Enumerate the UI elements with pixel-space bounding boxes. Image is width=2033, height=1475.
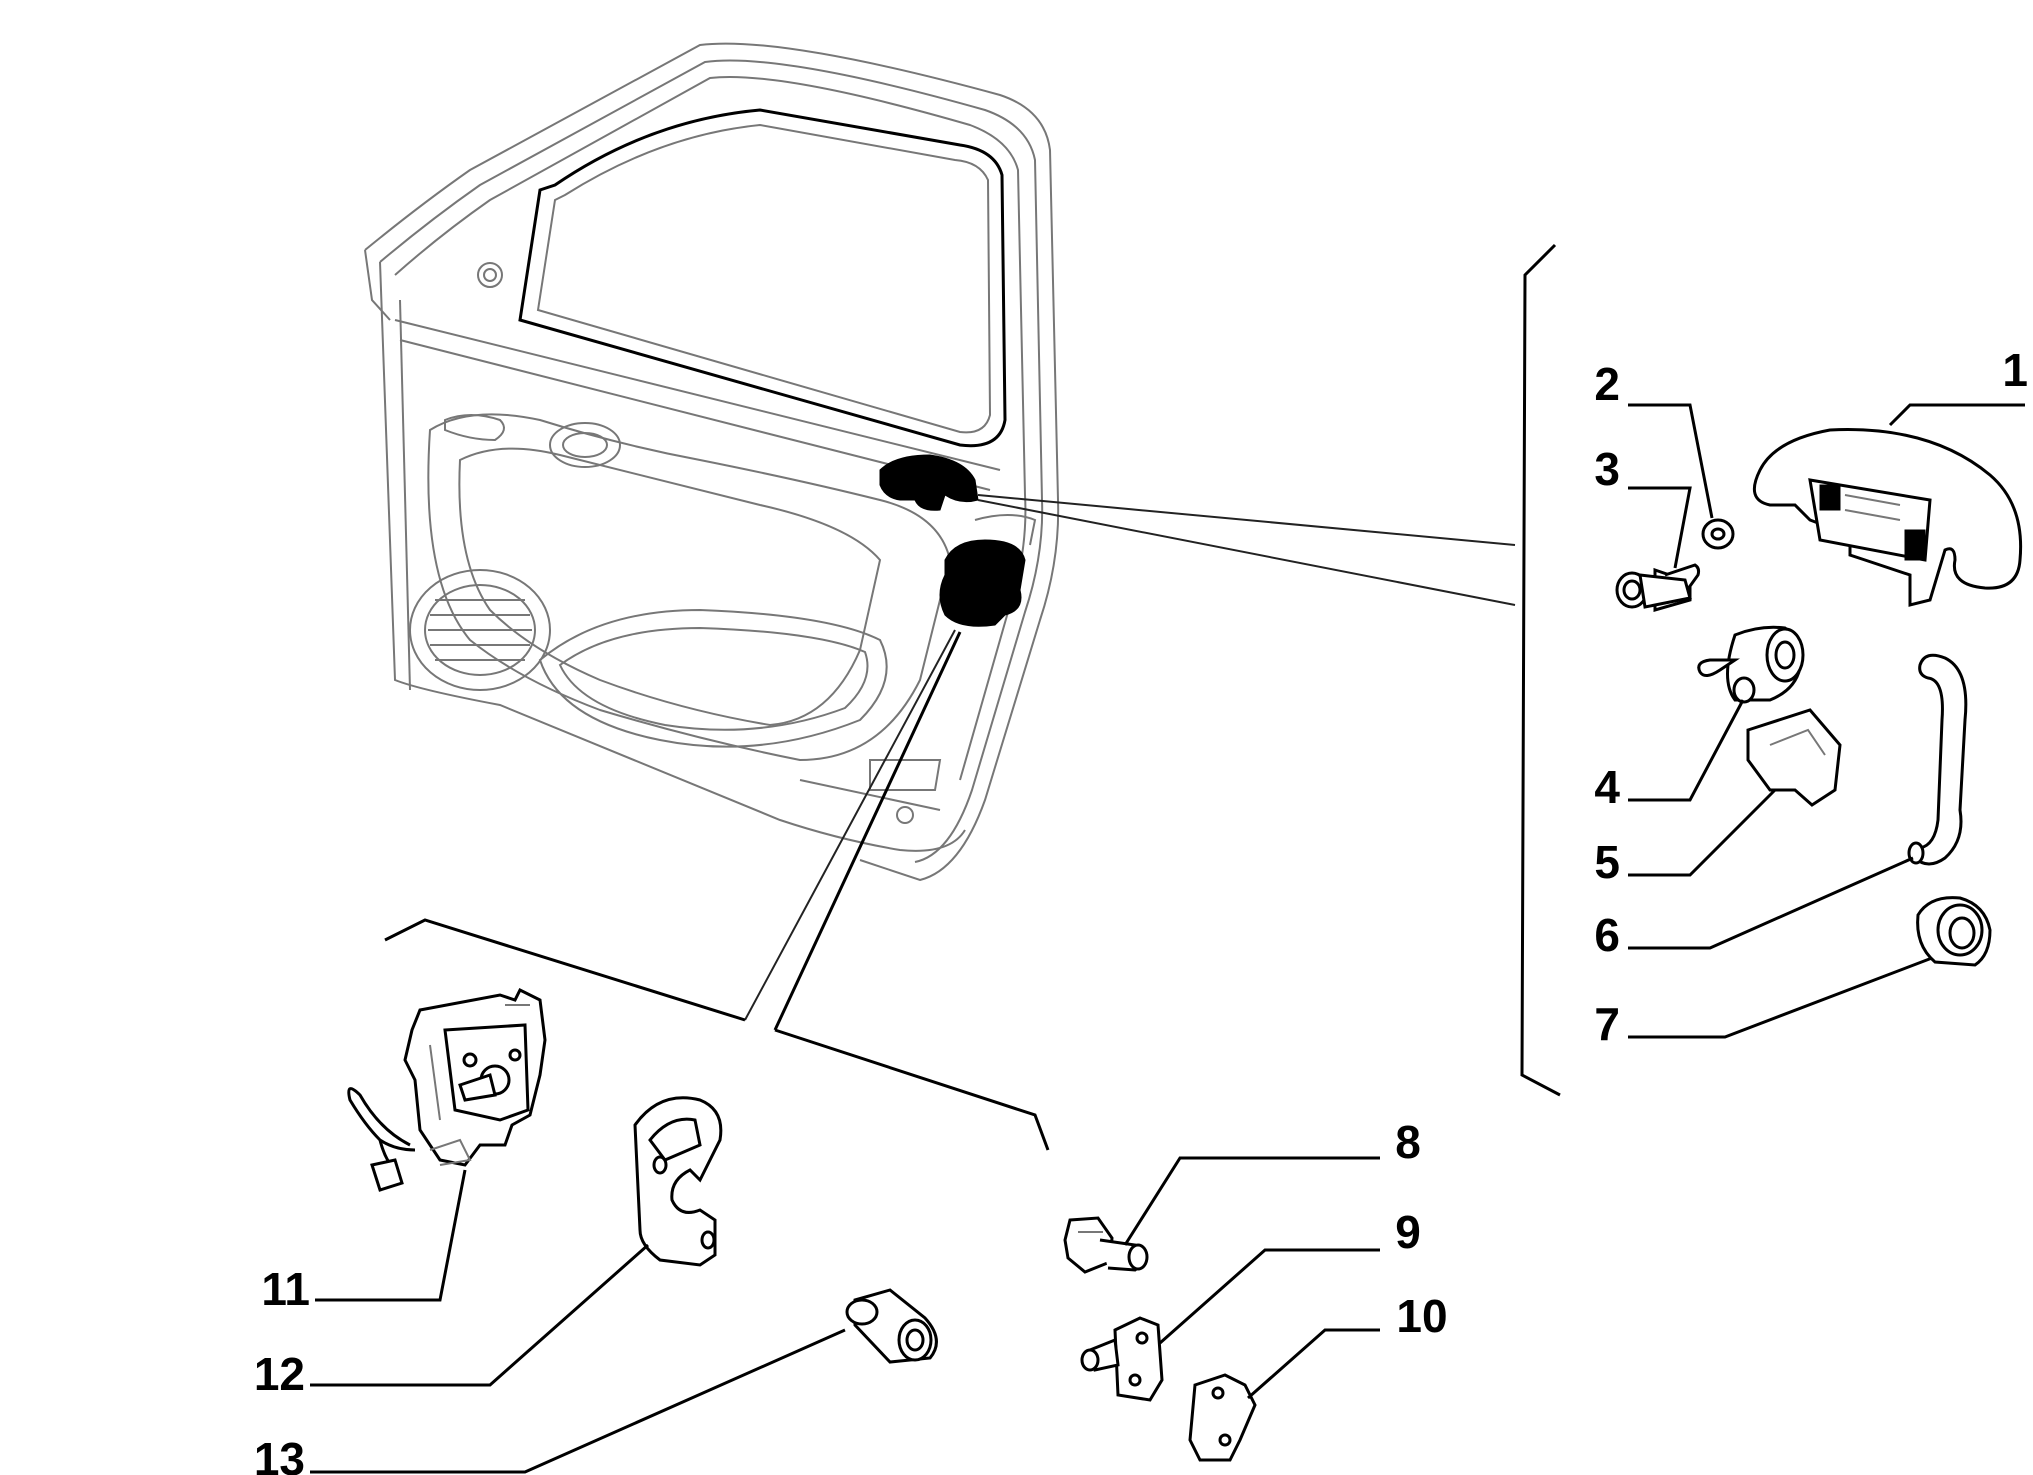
callout-8: 8 — [1395, 1116, 1421, 1168]
callout-6: 6 — [1594, 909, 1620, 961]
part-10-cover — [1188, 1373, 1257, 1462]
part-9-striker-plate — [1080, 1316, 1164, 1402]
callout-7: 7 — [1594, 998, 1620, 1050]
callout-4: 4 — [1594, 761, 1620, 813]
part-6-rod — [1907, 653, 1968, 866]
connection-lines — [744, 494, 1516, 1031]
leader-lines — [310, 403, 2025, 1474]
callout-9: 9 — [1395, 1206, 1421, 1258]
part-2-washer — [1701, 518, 1735, 550]
part-13-pin — [845, 1288, 938, 1364]
callout-3: 3 — [1594, 443, 1620, 495]
part-5-clip — [1746, 708, 1842, 807]
callout-13: 13 — [254, 1433, 305, 1475]
callout-5: 5 — [1594, 836, 1620, 888]
callout-labels: 1 2 3 4 5 6 7 8 9 10 11 12 13 — [254, 344, 2028, 1475]
callout-1: 1 — [2002, 344, 2028, 396]
callout-11: 11 — [261, 1263, 310, 1315]
part-8-bolt — [1063, 1216, 1149, 1274]
bracket-right-group — [1520, 243, 1561, 1097]
part-12-plate — [633, 1096, 723, 1267]
part-4-lock-cylinder — [1697, 625, 1805, 704]
part-1-outer-handle — [1752, 428, 2023, 607]
part-11-door-lock — [347, 987, 547, 1192]
part-3-screw — [1615, 563, 1701, 612]
part-7-bushing — [1916, 896, 1992, 967]
callout-12: 12 — [254, 1348, 305, 1400]
bracket-lower-group — [384, 918, 1050, 1151]
callout-2: 2 — [1594, 358, 1620, 410]
door-illustration — [364, 42, 1060, 882]
callout-10: 10 — [1396, 1290, 1447, 1342]
